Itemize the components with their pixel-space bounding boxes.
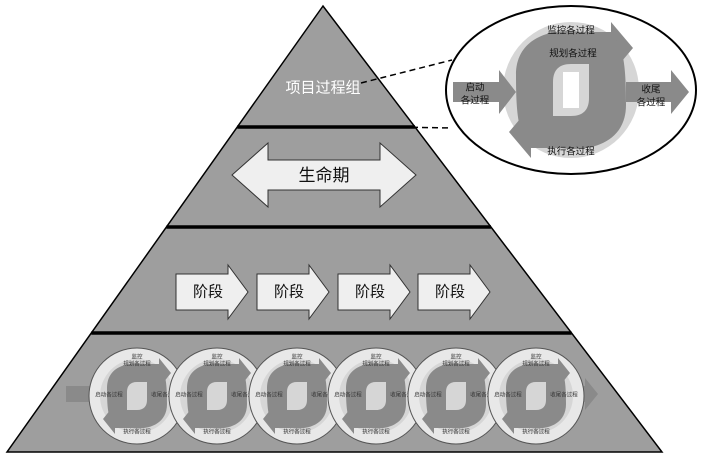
label-monitoring: 监控各过程 xyxy=(547,25,595,37)
mini-label-planning: 规划各过程 xyxy=(362,360,390,368)
label-closing-2: 各过程 xyxy=(637,97,666,109)
phase-arrow-2 xyxy=(256,263,330,321)
lifecycle-label: 生命期 xyxy=(299,166,350,186)
mini-label-initiating: 启动各过程 xyxy=(414,391,442,399)
phase-arrow-3 xyxy=(337,263,411,321)
mini-label-closing: 收尾各过程 xyxy=(231,391,259,399)
initiating-arrow xyxy=(453,70,516,114)
label-executing: 执行各过程 xyxy=(547,146,595,158)
mini-label-monitoring: 监控 xyxy=(530,353,542,361)
mini-label-initiating: 启动各过程 xyxy=(255,391,283,399)
mini-lower-band xyxy=(263,365,327,434)
phase-label-1: 阶段 xyxy=(193,283,223,301)
mini-label-planning: 规划各过程 xyxy=(203,360,231,368)
mini-label-planning: 规划各过程 xyxy=(283,360,311,368)
zoom-line-top xyxy=(360,59,453,84)
mini-label-monitoring: 监控 xyxy=(450,353,462,361)
mini-label-initiating: 启动各过程 xyxy=(95,391,123,399)
zoom-line-bottom xyxy=(391,126,453,129)
mini-label-executing: 执行各过程 xyxy=(203,428,231,436)
mini-label-monitoring: 监控 xyxy=(211,353,223,361)
mini-label-closing: 收尾各过程 xyxy=(151,391,179,399)
mini-label-initiating: 启动各过程 xyxy=(175,391,203,399)
mini-label-initiating: 启动各过程 xyxy=(334,391,362,399)
label-closing-1: 收尾 xyxy=(641,84,660,96)
mini-label-closing: 收尾各过程 xyxy=(311,391,339,399)
mini-lower-band xyxy=(502,365,566,434)
mini-label-initiating: 启动各过程 xyxy=(494,391,522,399)
mini-label-executing: 执行各过程 xyxy=(522,428,550,436)
phase-label-2: 阶段 xyxy=(274,283,304,301)
phase-arrow-4 xyxy=(417,263,491,321)
mini-lower-band xyxy=(183,365,247,434)
label-initiating-1: 启动 xyxy=(465,82,484,94)
mini-label-planning: 规划各过程 xyxy=(123,360,151,368)
phase-arrow-1 xyxy=(175,263,249,321)
pyramid-top-label: 项目过程组 xyxy=(285,79,360,97)
mini-label-monitoring: 监控 xyxy=(131,353,143,361)
mini-label-closing: 收尾各过程 xyxy=(390,391,418,399)
mini-label-planning: 规划各过程 xyxy=(442,360,470,368)
mini-label-monitoring: 监控 xyxy=(370,353,382,361)
cycle-s-core xyxy=(563,72,579,108)
mini-lower-band xyxy=(103,365,167,434)
pyramid-body xyxy=(5,4,664,453)
cycle-lower-band xyxy=(509,34,626,158)
mini-label-executing: 执行各过程 xyxy=(123,428,151,436)
phase-label-3: 阶段 xyxy=(355,283,385,301)
mini-label-closing: 收尾各过程 xyxy=(470,391,498,399)
mini-label-planning: 规划各过程 xyxy=(522,360,550,368)
closing-arrow xyxy=(626,70,689,114)
label-initiating-2: 各过程 xyxy=(461,95,490,107)
lifecycle-double-arrow xyxy=(231,141,417,209)
mini-lower-band xyxy=(422,365,486,434)
mini-label-executing: 执行各过程 xyxy=(283,428,311,436)
mini-label-executing: 执行各过程 xyxy=(362,428,390,436)
phase-label-4: 阶段 xyxy=(435,283,465,301)
label-planning: 规划各过程 xyxy=(549,48,597,60)
mini-lower-band xyxy=(342,365,406,434)
mini-label-closing: 收尾各过程 xyxy=(550,391,578,399)
mini-label-executing: 执行各过程 xyxy=(442,428,470,436)
mini-label-monitoring: 监控 xyxy=(291,353,303,361)
